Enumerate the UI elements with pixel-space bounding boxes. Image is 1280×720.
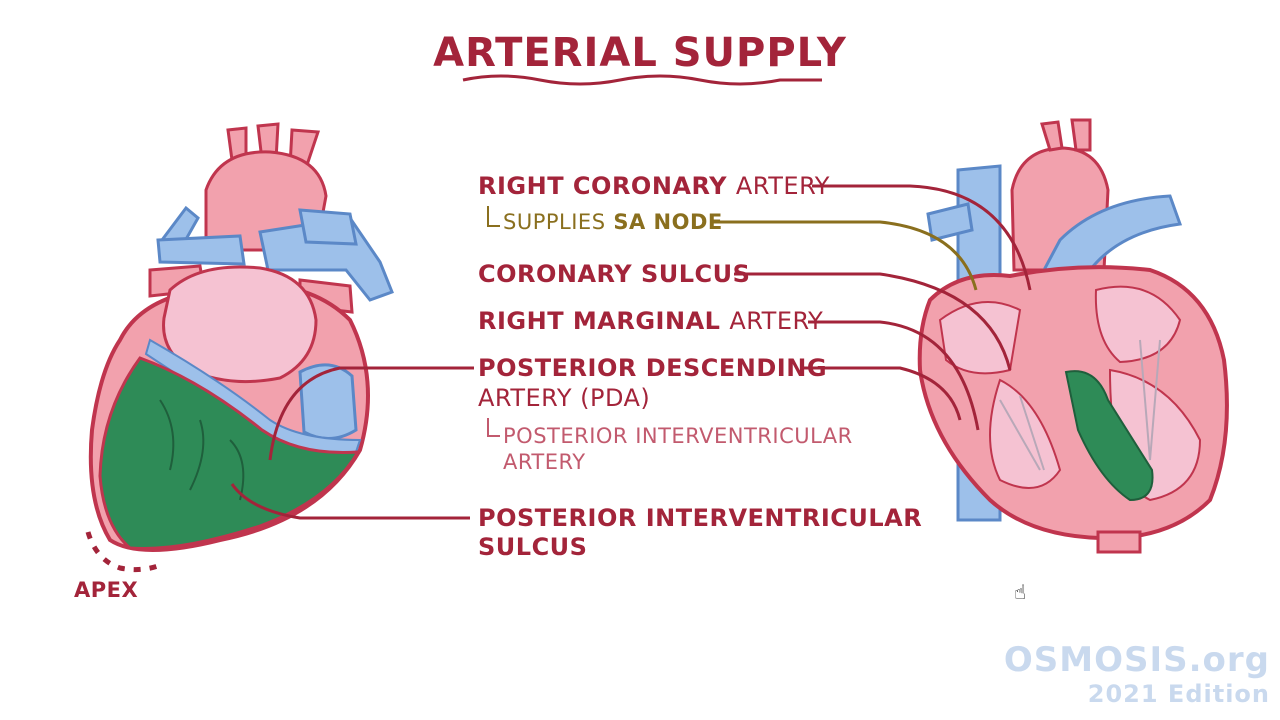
bracket-piv-artery	[487, 418, 500, 437]
osmosis-logo: OSMOSIS.org 2021 Edition	[1004, 640, 1270, 708]
leader-pda	[804, 366, 962, 421]
logo-brand: OSMOSIS.org	[1003, 640, 1270, 680]
label-rma-bold: RIGHT MARGINAL	[478, 307, 721, 335]
left-heart-illustration	[85, 122, 394, 573]
page-title: ARTERIAL SUPPLY	[433, 30, 847, 76]
label-piv-artery-line1: POSTERIOR INTERVENTRICULAR	[503, 424, 853, 448]
label-piv-sulcus-line2: SULCUS	[478, 533, 588, 561]
label-supplies-sa-node: SUPPLIES SA NODE	[503, 210, 723, 234]
leader-right-marginal	[808, 320, 980, 431]
label-right-coronary-artery: RIGHT CORONARY ARTERY	[478, 172, 830, 200]
label-right-marginal-artery: RIGHT MARGINAL ARTERY	[478, 307, 823, 335]
logo-edition: 2021 Edition	[1087, 680, 1270, 708]
leader-lines	[230, 184, 1032, 520]
right-heart-illustration	[917, 118, 1229, 554]
label-pda-line1: POSTERIOR DESCENDING	[478, 354, 828, 382]
label-sa-node-thin: SUPPLIES	[503, 210, 606, 234]
label-piv-sulcus-line1: POSTERIOR INTERVENTRICULAR	[478, 504, 923, 532]
leader-piv-sulcus	[230, 483, 470, 520]
leader-coronary-sulcus	[734, 272, 1012, 371]
label-pda-line2: ARTERY (PDA)	[478, 384, 651, 412]
label-rca-bold: RIGHT CORONARY	[478, 172, 728, 200]
apex-marker	[85, 531, 159, 573]
label-rca-thin: ARTERY	[735, 172, 830, 200]
label-rma-thin: ARTERY	[729, 307, 824, 335]
hand-cursor-icon: ☝	[1014, 580, 1027, 604]
leader-pda-left	[268, 366, 474, 461]
leader-rca	[812, 184, 1032, 291]
label-apex: APEX	[74, 578, 139, 602]
label-piv-artery-line2: ARTERY	[503, 450, 586, 474]
bracket-sa-node	[487, 206, 500, 227]
title-underline	[462, 74, 822, 86]
leader-sa-node	[712, 220, 978, 291]
septum-region	[1064, 370, 1154, 502]
label-coronary-sulcus: CORONARY SULCUS	[478, 260, 751, 288]
label-sa-node-bold: SA NODE	[613, 210, 723, 234]
